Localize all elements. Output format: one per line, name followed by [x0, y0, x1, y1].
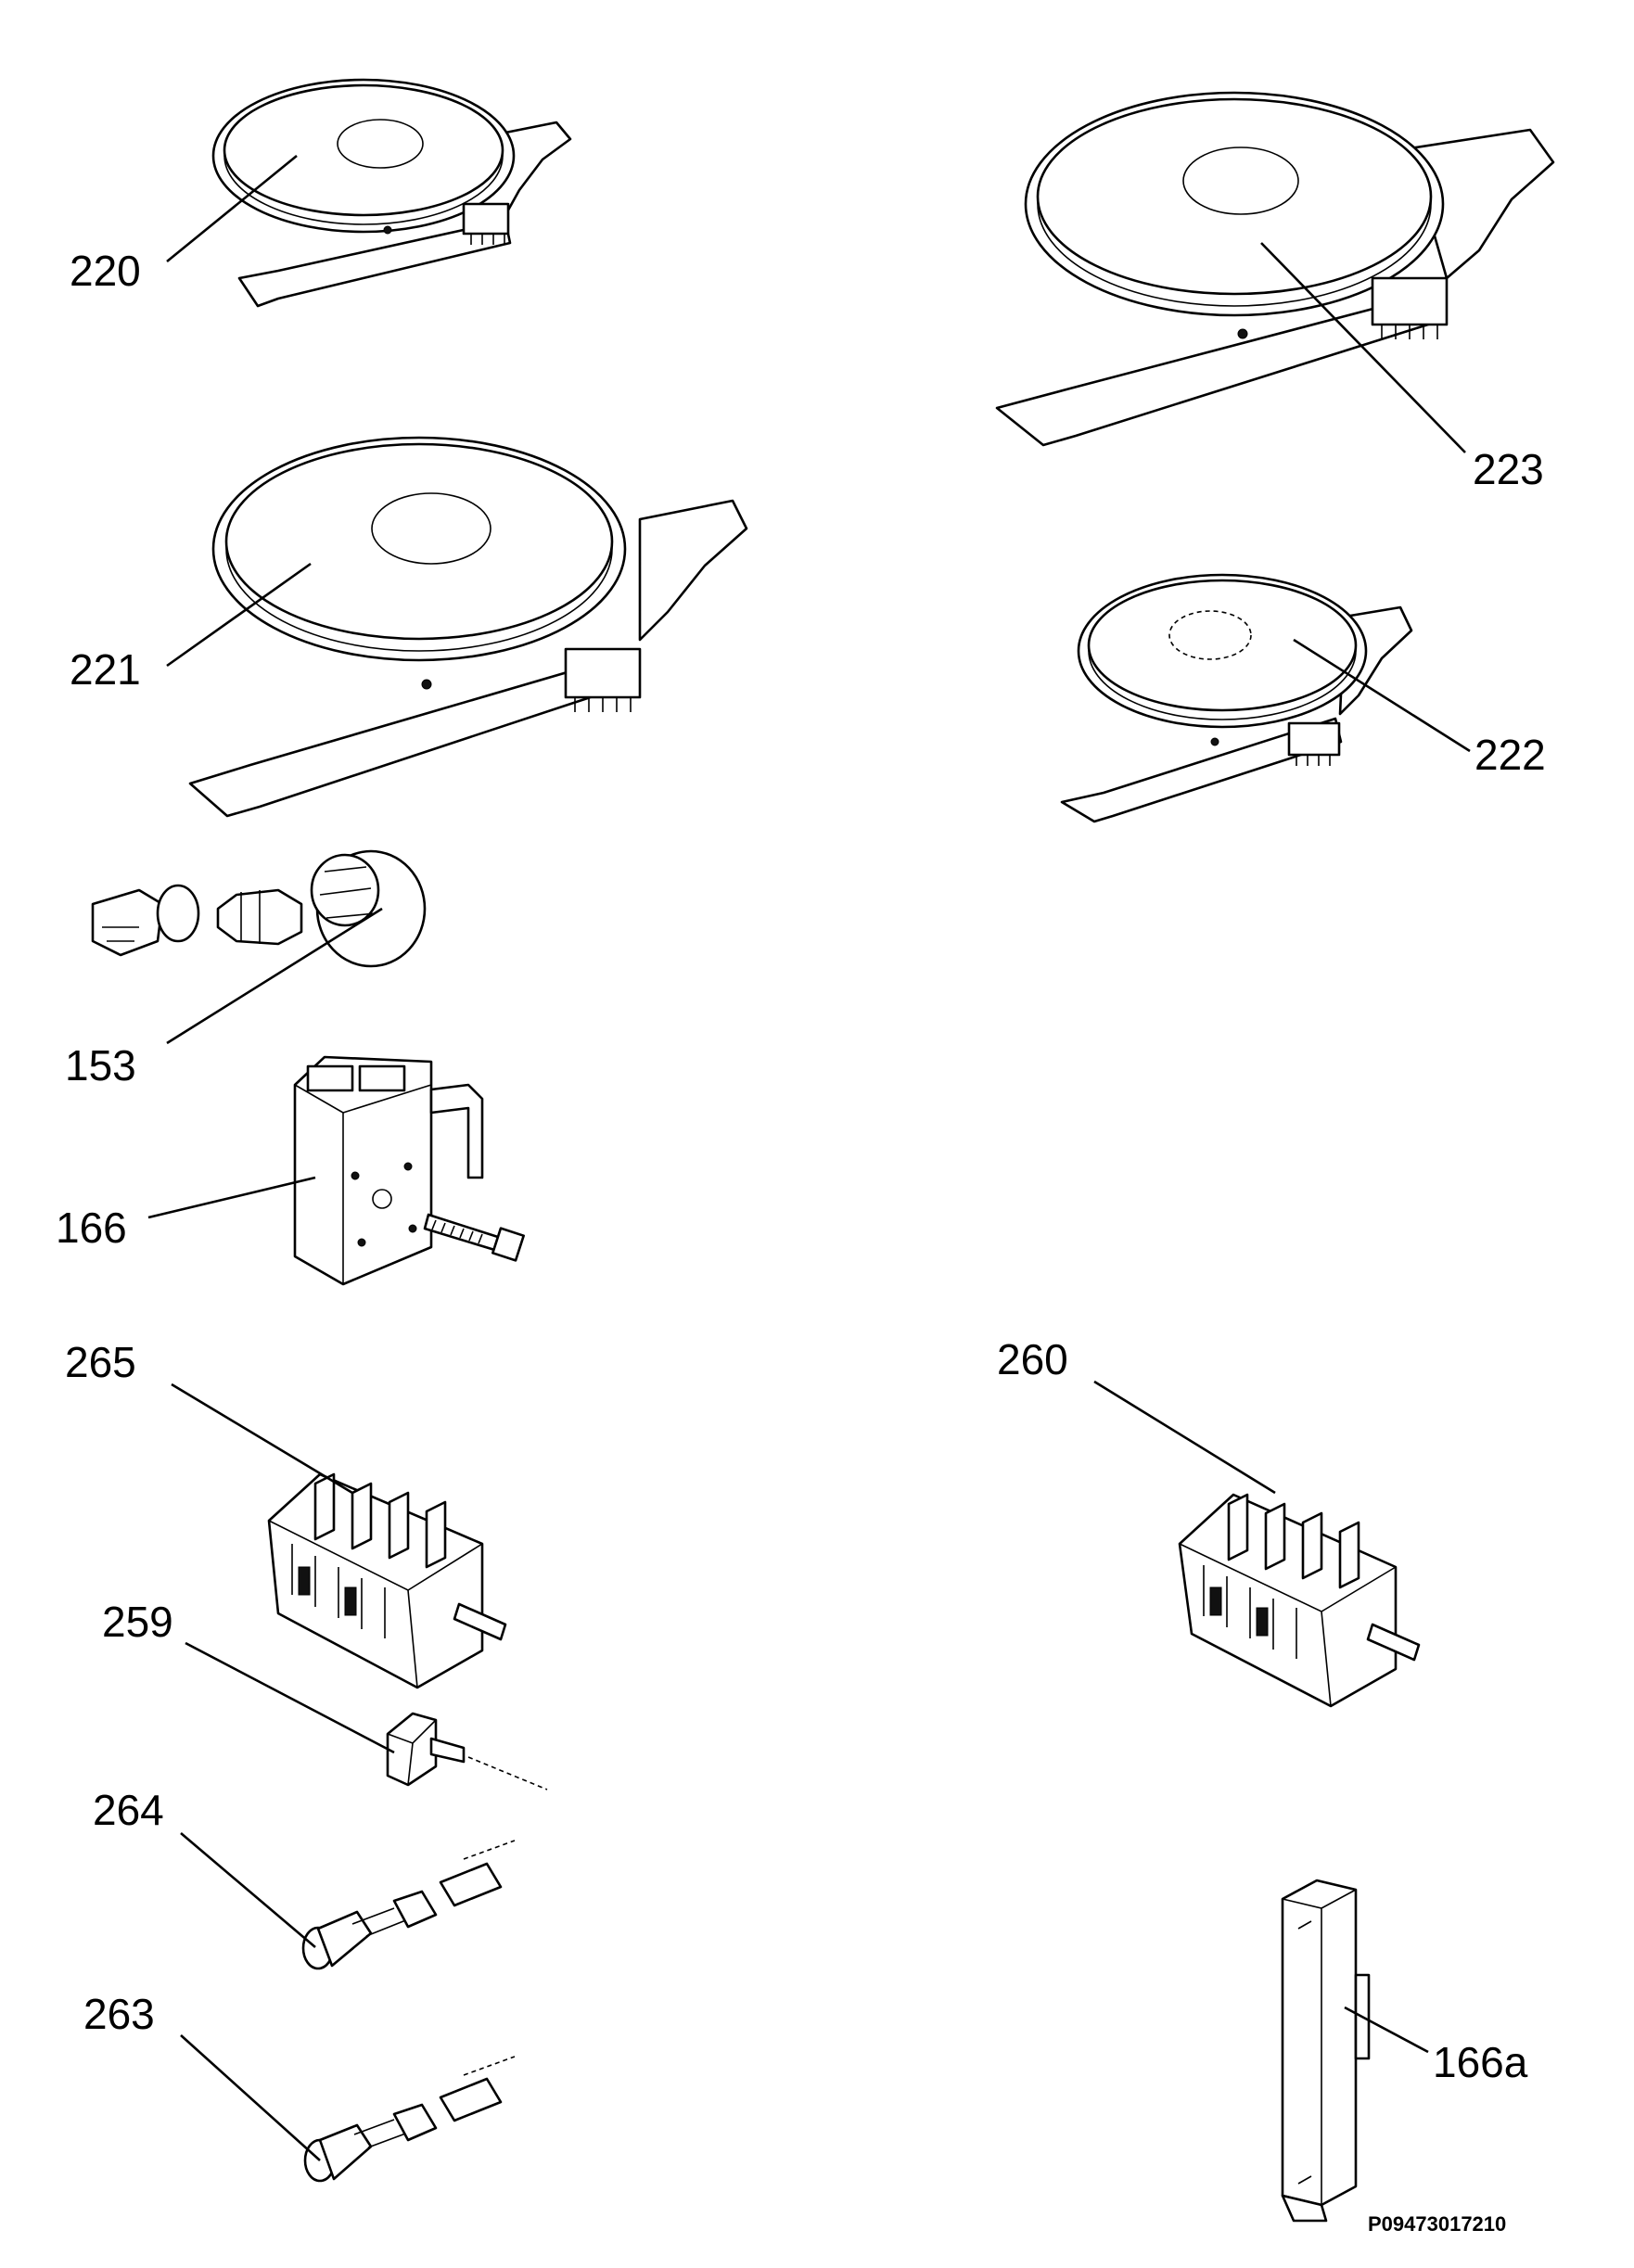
- label-221: 221: [70, 645, 141, 694]
- label-220: 220: [70, 247, 141, 295]
- leader-lines: [147, 154, 1471, 2161]
- leader-221: [166, 562, 312, 668]
- part-223-hotplate-large: [995, 91, 1555, 447]
- leader-264: [180, 1832, 316, 1948]
- leader-166: [147, 1176, 316, 1219]
- label-223: 223: [1473, 445, 1544, 493]
- document-number: P09473017210: [1368, 2212, 1506, 2236]
- part-263-indicator-lamp: [303, 2056, 516, 2183]
- label-263: 263: [83, 1990, 155, 2038]
- leader-166a: [1344, 2006, 1429, 2054]
- leader-259: [185, 1641, 395, 1754]
- leader-260: [1093, 1380, 1276, 1495]
- part-153-control-knob-assembly: [91, 849, 427, 968]
- leader-222: [1293, 638, 1471, 753]
- leader-220: [166, 154, 298, 263]
- part-labels: 220 223 221 222 153 166 265 260 259 264 …: [56, 247, 1546, 2236]
- part-222-hotplate-small: [1060, 573, 1413, 823]
- part-220-hotplate-small: [211, 78, 572, 308]
- label-264: 264: [93, 1786, 164, 1834]
- label-153: 153: [65, 1041, 136, 1089]
- part-264-indicator-lamp: [301, 1840, 516, 1970]
- leader-153: [166, 907, 383, 1045]
- label-166a: 166a: [1433, 2038, 1528, 2086]
- label-166: 166: [56, 1204, 127, 1252]
- label-260: 260: [997, 1335, 1068, 1383]
- part-265-rotary-switch: [267, 1472, 507, 1689]
- leader-223: [1260, 242, 1466, 453]
- label-259: 259: [102, 1598, 173, 1646]
- part-259-small-switch: [386, 1712, 548, 1790]
- label-265: 265: [65, 1338, 136, 1386]
- leader-263: [180, 2034, 321, 2161]
- part-166a-terminal-bracket: [1281, 1879, 1371, 2223]
- label-222: 222: [1474, 731, 1546, 779]
- part-221-hotplate-large: [188, 436, 748, 818]
- leader-265: [171, 1382, 353, 1495]
- part-166-terminal-block: [293, 1055, 525, 1286]
- part-260-rotary-switch: [1178, 1493, 1421, 1708]
